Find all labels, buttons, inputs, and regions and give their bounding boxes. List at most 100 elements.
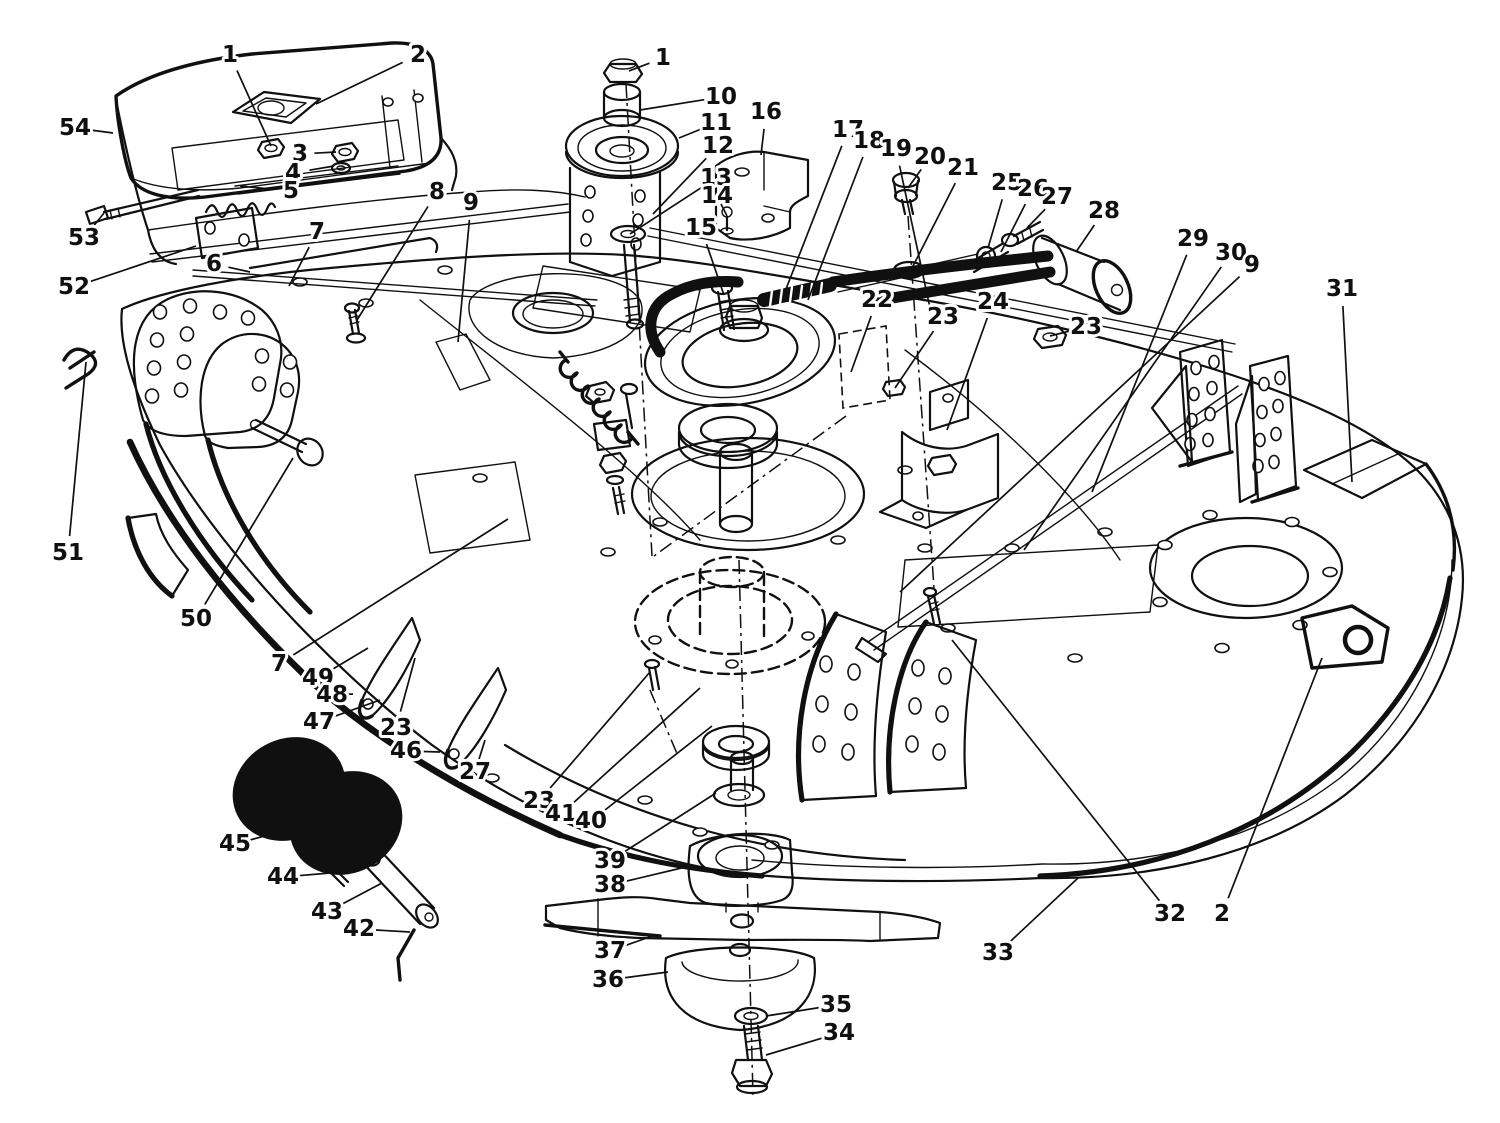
tension-hardware <box>838 171 1133 626</box>
callout-leader-53 <box>91 212 105 229</box>
mower-blade <box>543 896 942 943</box>
callout-leader-7 <box>292 518 509 656</box>
callout-label-39: 39 <box>594 848 626 874</box>
callout-leader-44 <box>299 872 331 877</box>
callout-label-20: 20 <box>914 144 946 170</box>
callout-leader-14 <box>720 203 728 217</box>
callout-leader-9 <box>457 219 471 343</box>
callout-label-8: 8 <box>429 179 445 205</box>
decal-triangle <box>1300 604 1390 670</box>
callout-leader-9 <box>899 275 1241 593</box>
callout-label-40: 40 <box>575 808 607 834</box>
decal-rear <box>897 544 1159 628</box>
callout-leader-1 <box>236 70 272 147</box>
callout-label-9: 9 <box>463 190 479 216</box>
callout-label-7: 7 <box>271 651 287 677</box>
callout-label-45: 45 <box>219 831 251 857</box>
callout-label-19: 19 <box>880 136 912 162</box>
callout-leader-37 <box>625 934 656 947</box>
callout-leader-40 <box>603 725 713 812</box>
callout-label-36: 36 <box>592 967 624 993</box>
callout-label-34: 34 <box>823 1020 855 1046</box>
callout-label-2: 2 <box>1214 901 1230 927</box>
hex-bolt-53 <box>84 188 201 226</box>
callout-label-1: 1 <box>222 42 238 68</box>
callout-label-7: 7 <box>309 219 325 245</box>
callout-label-25: 25 <box>991 170 1023 196</box>
cover-fasteners <box>256 137 360 175</box>
callout-leader-39 <box>623 792 717 853</box>
callout-label-47: 47 <box>303 709 335 735</box>
callout-label-6: 6 <box>206 251 222 277</box>
right-side-plate <box>1300 438 1457 670</box>
kicker-baffles <box>796 611 978 803</box>
callout-label-13: 13 <box>700 165 732 191</box>
callout-leader-43 <box>341 882 383 905</box>
callout-label-30: 30 <box>1215 240 1247 266</box>
callout-leader-27 <box>478 739 486 760</box>
decal-large <box>414 461 531 554</box>
callout-label-11: 11 <box>700 110 732 136</box>
callout-leader-46 <box>419 750 441 753</box>
callout-leader-28 <box>1075 224 1096 253</box>
callout-label-23: 23 <box>1070 314 1102 340</box>
callout-label-35: 35 <box>820 992 852 1018</box>
callout-leader-48 <box>340 693 354 696</box>
callout-leader-29 <box>1091 254 1188 493</box>
callout-leader-47 <box>334 699 381 718</box>
callout-leader-27 <box>1026 208 1046 229</box>
blade-adapter-hub <box>633 555 827 692</box>
idler-arm-hardware <box>584 380 639 516</box>
callout-leader-54 <box>90 129 114 134</box>
callout-leader-23 <box>894 330 935 389</box>
callout-label-9: 9 <box>1244 252 1260 278</box>
callout-label-23: 23 <box>523 788 555 814</box>
callout-label-3: 3 <box>292 141 308 167</box>
callout-label-42: 42 <box>343 916 375 942</box>
callout-label-41: 41 <box>545 801 577 827</box>
callout-leader-18 <box>807 156 864 301</box>
callout-label-2: 2 <box>410 42 426 68</box>
callout-leader-10 <box>639 98 705 111</box>
callout-label-15: 15 <box>685 215 717 241</box>
front-skid-runners <box>357 616 508 770</box>
center-pulley-cluster <box>558 250 1056 534</box>
tension-spring <box>558 350 640 446</box>
callout-label-10: 10 <box>705 84 737 110</box>
callout-label-50: 50 <box>180 606 212 632</box>
latch-spring <box>204 202 277 219</box>
callout-label-21: 21 <box>947 155 979 181</box>
cotter-pin <box>62 347 98 390</box>
callout-label-51: 51 <box>52 540 84 566</box>
left-height-bracket <box>125 290 313 615</box>
callout-label-32: 32 <box>1154 901 1186 927</box>
callout-label-48: 48 <box>316 682 348 708</box>
callout-label-24: 24 <box>977 289 1009 315</box>
callout-leader-42 <box>375 929 411 933</box>
callout-label-28: 28 <box>1088 198 1120 224</box>
callout-label-26: 26 <box>1017 176 1049 202</box>
support-bracket-16 <box>714 150 810 241</box>
callout-leader-6 <box>228 266 251 273</box>
callout-label-23: 23 <box>380 715 412 741</box>
callout-leader-49 <box>332 647 369 670</box>
gauge-wheels <box>232 737 403 875</box>
callout-leader-15 <box>705 243 725 296</box>
callout-leader-38 <box>626 865 691 882</box>
tension-cylinder <box>1032 234 1133 315</box>
callout-label-33: 33 <box>982 940 1014 966</box>
callout-leader-21 <box>910 182 957 271</box>
callout-leader-2 <box>1227 657 1323 899</box>
callout-leader-45 <box>249 833 273 841</box>
anti-scalp-cup <box>664 942 816 1095</box>
callout-leader-4 <box>309 165 335 172</box>
callout-label-31: 31 <box>1326 276 1358 302</box>
callout-leader-5 <box>239 185 275 191</box>
callout-label-29: 29 <box>1177 226 1209 252</box>
callout-label-4: 4 <box>285 160 301 186</box>
callout-leader-13 <box>629 186 703 235</box>
callout-leader-12 <box>652 157 707 215</box>
